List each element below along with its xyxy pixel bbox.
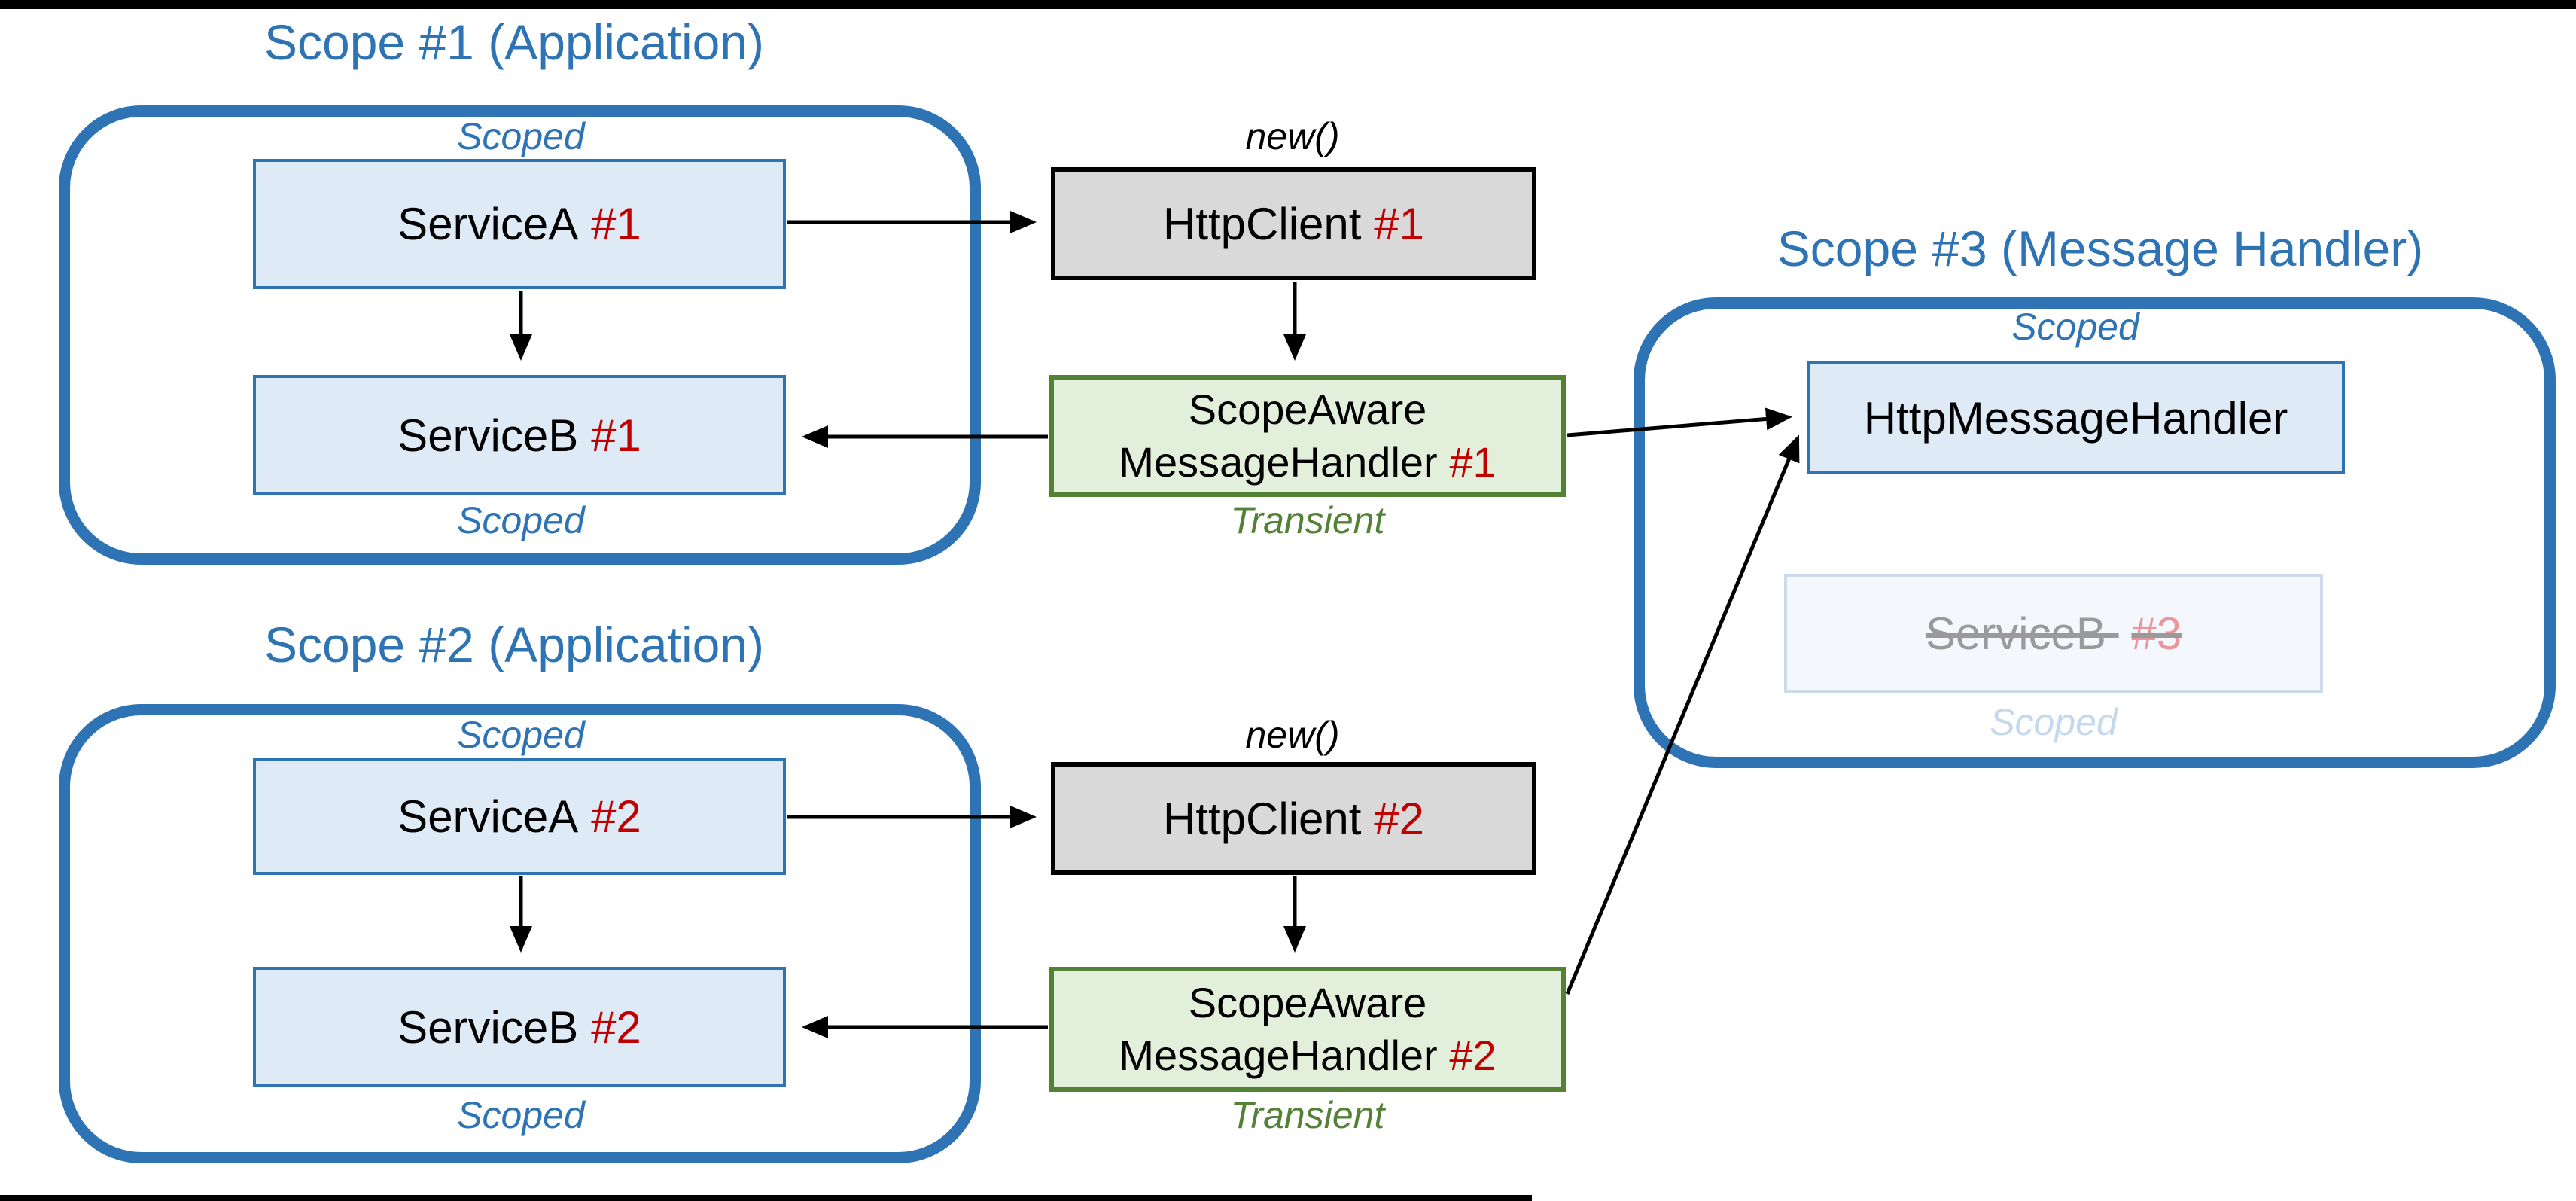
- handler1-instance: #1: [1449, 438, 1497, 486]
- servicea1-instance: #1: [591, 199, 641, 249]
- httpmessagehandler-box: HttpMessageHandler: [1807, 361, 2345, 474]
- scope3-boundary: [1634, 297, 2556, 768]
- screenshot-top-black-bar: [0, 0, 2576, 9]
- servicea1-label: ServiceA: [397, 199, 579, 249]
- httpclient1-box: HttpClient #1: [1051, 167, 1536, 280]
- scope2-title: Scope #2 (Application): [263, 617, 765, 672]
- handler2-line2: MessageHandler #2: [1119, 1029, 1496, 1082]
- servicea2-label: ServiceA: [397, 791, 579, 842]
- serviceb1-box: ServiceB #1: [253, 375, 786, 495]
- scope2-boundary: [59, 704, 981, 1163]
- serviceb2-label: ServiceB: [397, 1001, 579, 1053]
- handler2-instance: #2: [1449, 1032, 1497, 1079]
- httpclient1-instance: #1: [1374, 198, 1424, 249]
- new-label-1: new(): [1245, 115, 1340, 157]
- scope1-scoped-label-top: Scoped: [457, 115, 585, 157]
- servicea2-instance: #2: [591, 791, 641, 842]
- serviceb1-instance: #1: [591, 410, 641, 461]
- screenshot-bottom-black-edge: [0, 1195, 1532, 1201]
- transient-label-2: Transient: [1230, 1094, 1385, 1136]
- httpclient2-instance: #2: [1374, 793, 1424, 844]
- httpmessagehandler-label: HttpMessageHandler: [1863, 392, 2288, 444]
- serviceb3-instance: #3: [2131, 608, 2182, 659]
- new-label-2: new(): [1245, 714, 1340, 756]
- scope1-title: Scope #1 (Application): [263, 14, 765, 70]
- scope2-scoped-label-bottom: Scoped: [457, 1094, 585, 1136]
- handler2-line1: ScopeAware: [1188, 979, 1427, 1026]
- serviceb1-label: ServiceB: [397, 410, 579, 461]
- scope1-scoped-label-bottom: Scoped: [457, 499, 585, 541]
- scope3-scoped-label-faded: Scoped: [1990, 701, 2118, 743]
- serviceb3-strikethrough-text: ServiceB #3: [1926, 608, 2182, 660]
- scopeaware-messagehandler1-box: ScopeAware MessageHandler #1: [1049, 375, 1566, 497]
- serviceb2-box: ServiceB #2: [253, 967, 786, 1087]
- serviceb3-label: ServiceB: [1925, 608, 2106, 659]
- scope3-scoped-label-top: Scoped: [2011, 306, 2139, 348]
- serviceb3-faded-box: ServiceB #3: [1784, 574, 2323, 693]
- httpclient1-label: HttpClient: [1163, 198, 1362, 249]
- servicea1-box: ServiceA #1: [253, 159, 786, 289]
- serviceb2-instance: #2: [591, 1001, 641, 1053]
- servicea2-box: ServiceA #2: [253, 758, 786, 875]
- scopeaware-messagehandler2-box: ScopeAware MessageHandler #2: [1049, 967, 1566, 1092]
- httpclient2-label: HttpClient: [1163, 793, 1362, 844]
- transient-label-1: Transient: [1230, 499, 1385, 541]
- scope2-scoped-label-top: Scoped: [457, 714, 585, 756]
- handler1-line2: MessageHandler #1: [1119, 436, 1496, 489]
- httpclient2-box: HttpClient #2: [1051, 762, 1536, 875]
- handler1-line1: ScopeAware: [1188, 386, 1427, 433]
- scope3-title: Scope #3 (Message Handler): [1777, 221, 2424, 276]
